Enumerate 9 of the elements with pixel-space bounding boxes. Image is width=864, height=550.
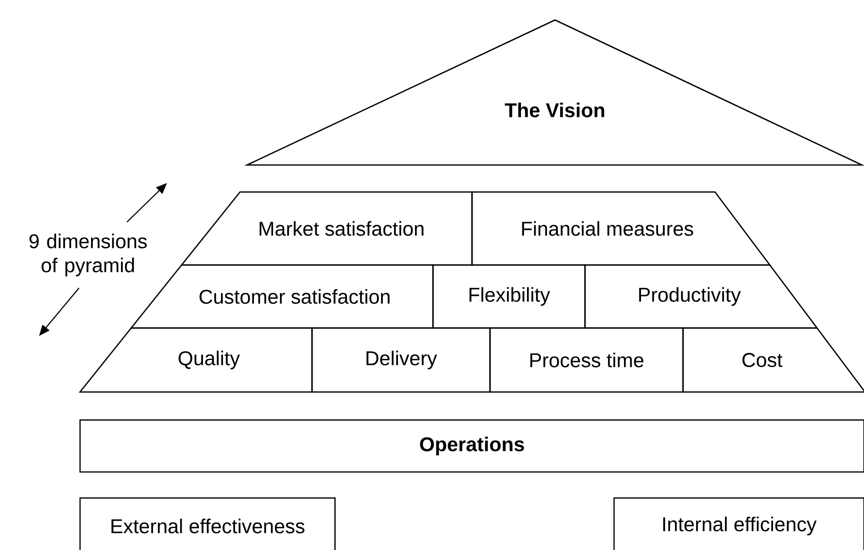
pyramid-cell: Financial measures	[471, 191, 772, 266]
pyramid-cell: Delivery	[311, 327, 491, 393]
text-box: External effectiveness	[79, 497, 336, 550]
operations-bar: Operations	[79, 419, 864, 473]
pyramid-cell: Flexibility	[432, 264, 586, 329]
pyramid-cell: Cost	[682, 327, 864, 393]
text-box: Internal efficiency	[613, 497, 864, 550]
pyramid-cell: Productivity	[584, 264, 818, 329]
pyramid-cell: Process time	[489, 327, 684, 393]
